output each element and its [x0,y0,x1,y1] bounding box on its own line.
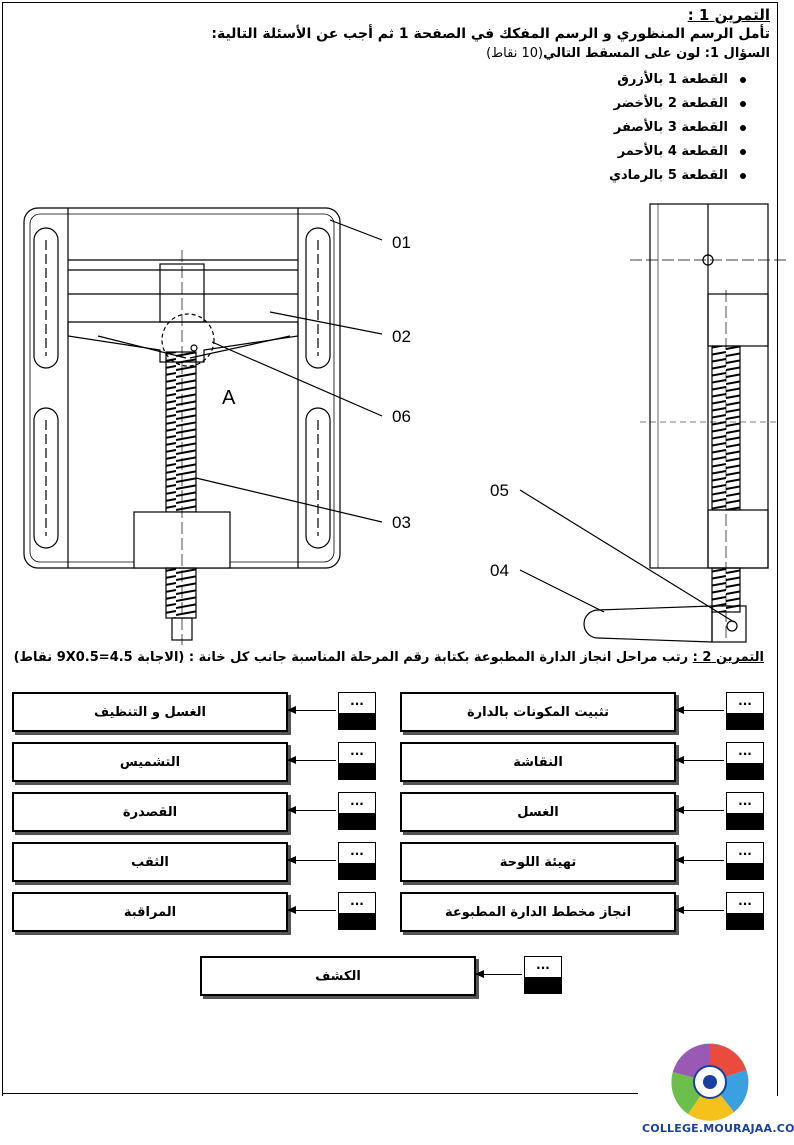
part-item: القطعة 2 بالأخضر [609,92,746,116]
stage-box: الكشف [200,956,476,996]
site-logo-icon [671,1043,749,1121]
stage-number: ... [738,744,752,758]
stage-arrow [287,856,336,864]
stage-box: الغسل [400,792,676,832]
stage-arrow [287,806,336,814]
question1-points: (10 نقاط) [486,46,544,61]
stage-box: الثقب [12,842,288,882]
stage-box: تثبيت المكونات بالدارة [400,692,676,732]
stage-box: انجاز مخطط الدارة المطبوعة [400,892,676,932]
stage-arrow [475,970,522,978]
label-06: 06 [392,407,411,426]
part-item: القطعة 1 بالأزرق [609,68,746,92]
label-03: 03 [392,513,411,532]
stage-number-box[interactable]: ... [338,792,376,830]
stage-arrow [675,706,724,714]
stage-number: ... [738,794,752,808]
stage-arrow [287,706,336,714]
exercise1-title: التمرين 1 : [687,6,770,24]
stage-number-box[interactable]: ... [726,742,764,780]
stage-number-box[interactable]: ... [726,842,764,880]
question1-text: لون على المسقط التالي [543,46,705,61]
question1-label: السؤال 1: [704,46,770,61]
stage-arrow [675,856,724,864]
stage-arrow [287,756,336,764]
stage-arrow [675,806,724,814]
part-item: القطعة 4 بالأحمر [609,140,746,164]
stage-number-box[interactable]: ... [338,742,376,780]
stage-number: ... [350,894,364,908]
stage-arrow [287,906,336,914]
bottom-rule [2,1093,638,1094]
stage-arrow [675,756,724,764]
label-04: 04 [490,561,509,580]
stage-number-box[interactable]: ... [338,892,376,930]
label-01: 01 [392,233,411,252]
label-05: 05 [490,481,509,500]
stage-box: تهيئة اللوحة [400,842,676,882]
page-frame [2,2,778,1096]
stage-box: القصدرة [12,792,288,832]
stage-arrow [675,906,724,914]
site-url[interactable]: COLLEGE.MOURAJAA.COM [642,1122,794,1135]
stage-number: ... [350,794,364,808]
part-item: القطعة 3 بالأصفر [609,116,746,140]
detail-label: A [222,387,236,409]
stage-number: ... [350,744,364,758]
stage-number-box[interactable]: ... [726,892,764,930]
stage-number: ... [738,694,752,708]
stage-number: ... [350,844,364,858]
exercise2-heading: التمرين 2 : رتب مراحل انجاز الدارة المطب… [14,650,764,665]
stage-number-box[interactable]: ... [338,842,376,880]
stage-number-box[interactable]: ... [524,956,562,994]
exercise2-title: التمرين 2 : [692,650,764,665]
stage-number: ... [350,694,364,708]
stage-number-box[interactable]: ... [726,692,764,730]
label-02: 02 [392,327,411,346]
front-view [23,207,383,645]
stage-box: المراقبة [12,892,288,932]
stage-box: الغسل و التنظيف [12,692,288,732]
stage-box: النقاشة [400,742,676,782]
stage-number: ... [738,894,752,908]
stage-number: ... [738,844,752,858]
stage-number: ... [536,958,550,972]
stage-number-box[interactable]: ... [726,792,764,830]
parts-list: القطعة 1 بالأزرق القطعة 2 بالأخضر القطعة… [609,68,746,188]
question1: السؤال 1: لون على المسقط التالي(10 نقاط) [486,46,770,61]
part-item: القطعة 5 بالرمادي [609,164,746,188]
stage-box: التشميس [12,742,288,782]
stage-number-box[interactable]: ... [338,692,376,730]
exercise1-intro: تأمل الرسم المنظوري و الرسم المفكك في ال… [211,26,770,42]
exercise2-text: رتب مراحل انجاز الدارة المطبوعة بكتابة ر… [13,650,693,665]
side-view [519,203,790,643]
technical-drawing: 01 02 06 03 05 04 A [23,203,790,645]
